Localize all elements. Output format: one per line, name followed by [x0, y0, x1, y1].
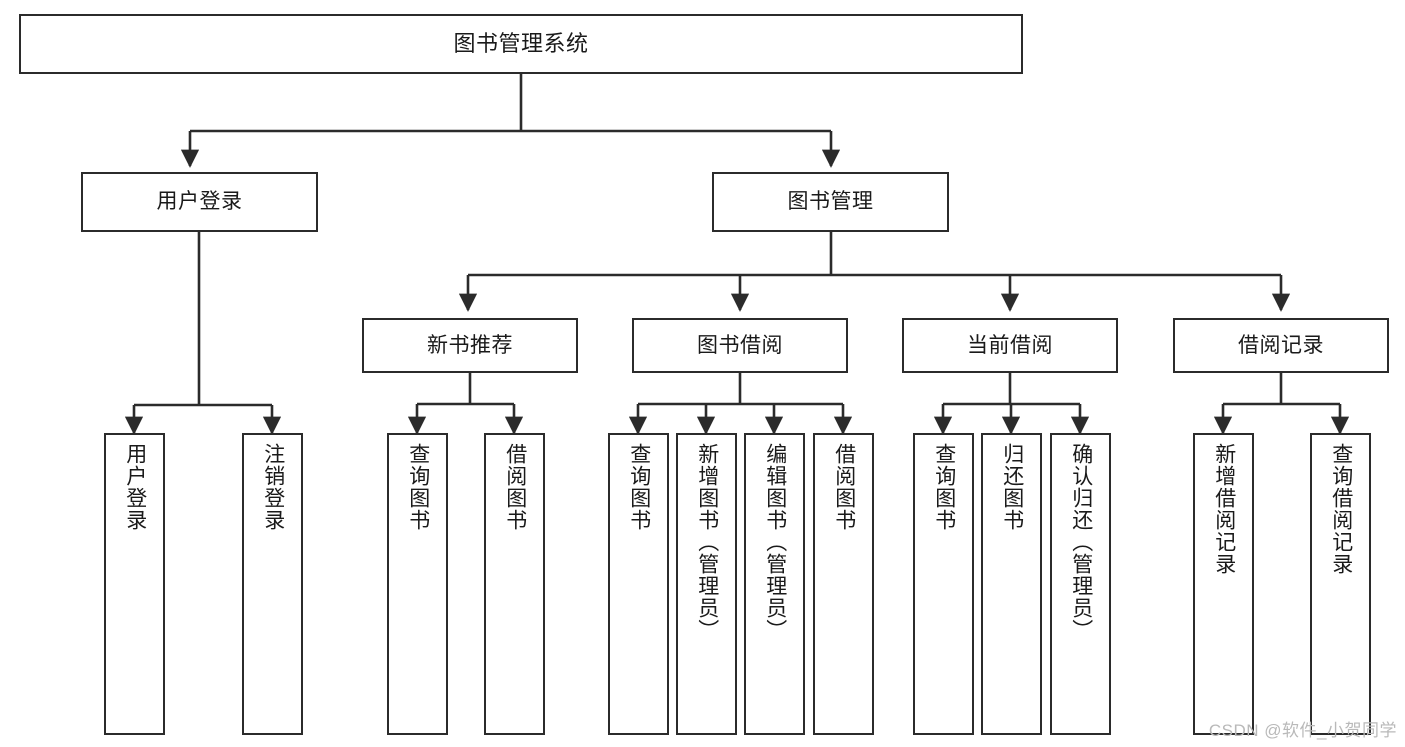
- leaf-current-return-book[interactable]: 归还图书: [981, 433, 1042, 735]
- node-label: 用户登录: [156, 190, 243, 214]
- node-label: 新增借阅记录: [1212, 443, 1236, 575]
- node-book-borrow[interactable]: 图书借阅: [632, 318, 848, 373]
- node-label: 新增图书（管理员）: [695, 443, 719, 641]
- node-label: 图书管理: [787, 190, 874, 214]
- leaf-new-book-query[interactable]: 查询图书: [387, 433, 448, 735]
- node-label: 查询图书: [932, 443, 956, 531]
- leaf-user-login-signout[interactable]: 注销登录: [242, 433, 303, 735]
- node-label: 用户登录: [123, 443, 147, 531]
- leaf-records-query-record[interactable]: 查询借阅记录: [1310, 433, 1371, 735]
- node-user-login[interactable]: 用户登录: [81, 172, 318, 232]
- node-label: 注销登录: [261, 443, 285, 531]
- node-label: 图书借阅: [697, 333, 783, 357]
- node-label: 借阅图书: [832, 443, 856, 531]
- leaf-borrow-query-book[interactable]: 查询图书: [608, 433, 669, 735]
- leaf-borrow-add-book[interactable]: 新增图书（管理员）: [676, 433, 737, 735]
- node-label: 当前借阅: [967, 333, 1053, 357]
- node-label: 借阅记录: [1238, 333, 1324, 357]
- csdn-watermark: CSDN @软件_小贺同学: [1208, 721, 1397, 740]
- node-current-borrow[interactable]: 当前借阅: [902, 318, 1118, 373]
- node-label: 查询图书: [627, 443, 651, 531]
- node-label: 确认归还（管理员）: [1069, 443, 1093, 641]
- node-label: 借阅图书: [503, 443, 527, 531]
- leaf-current-query-book[interactable]: 查询图书: [913, 433, 974, 735]
- node-book-management[interactable]: 图书管理: [712, 172, 949, 232]
- node-label: 新书推荐: [427, 333, 513, 357]
- node-label: 编辑图书（管理员）: [763, 443, 787, 641]
- leaf-borrow-edit-book[interactable]: 编辑图书（管理员）: [744, 433, 805, 735]
- node-borrow-records[interactable]: 借阅记录: [1173, 318, 1389, 373]
- node-label: 查询借阅记录: [1329, 443, 1353, 575]
- node-root-system[interactable]: 图书管理系统: [19, 14, 1023, 74]
- node-label: 图书管理系统: [453, 30, 589, 56]
- leaf-borrow-borrow-book[interactable]: 借阅图书: [813, 433, 874, 735]
- node-label: 查询图书: [406, 443, 430, 531]
- leaf-current-confirm-return[interactable]: 确认归还（管理员）: [1050, 433, 1111, 735]
- leaf-new-book-borrow[interactable]: 借阅图书: [484, 433, 545, 735]
- leaf-user-login-signin[interactable]: 用户登录: [104, 433, 165, 735]
- leaf-records-add-record[interactable]: 新增借阅记录: [1193, 433, 1254, 735]
- node-new-book-recommendation[interactable]: 新书推荐: [362, 318, 578, 373]
- node-label: 归还图书: [1000, 443, 1024, 531]
